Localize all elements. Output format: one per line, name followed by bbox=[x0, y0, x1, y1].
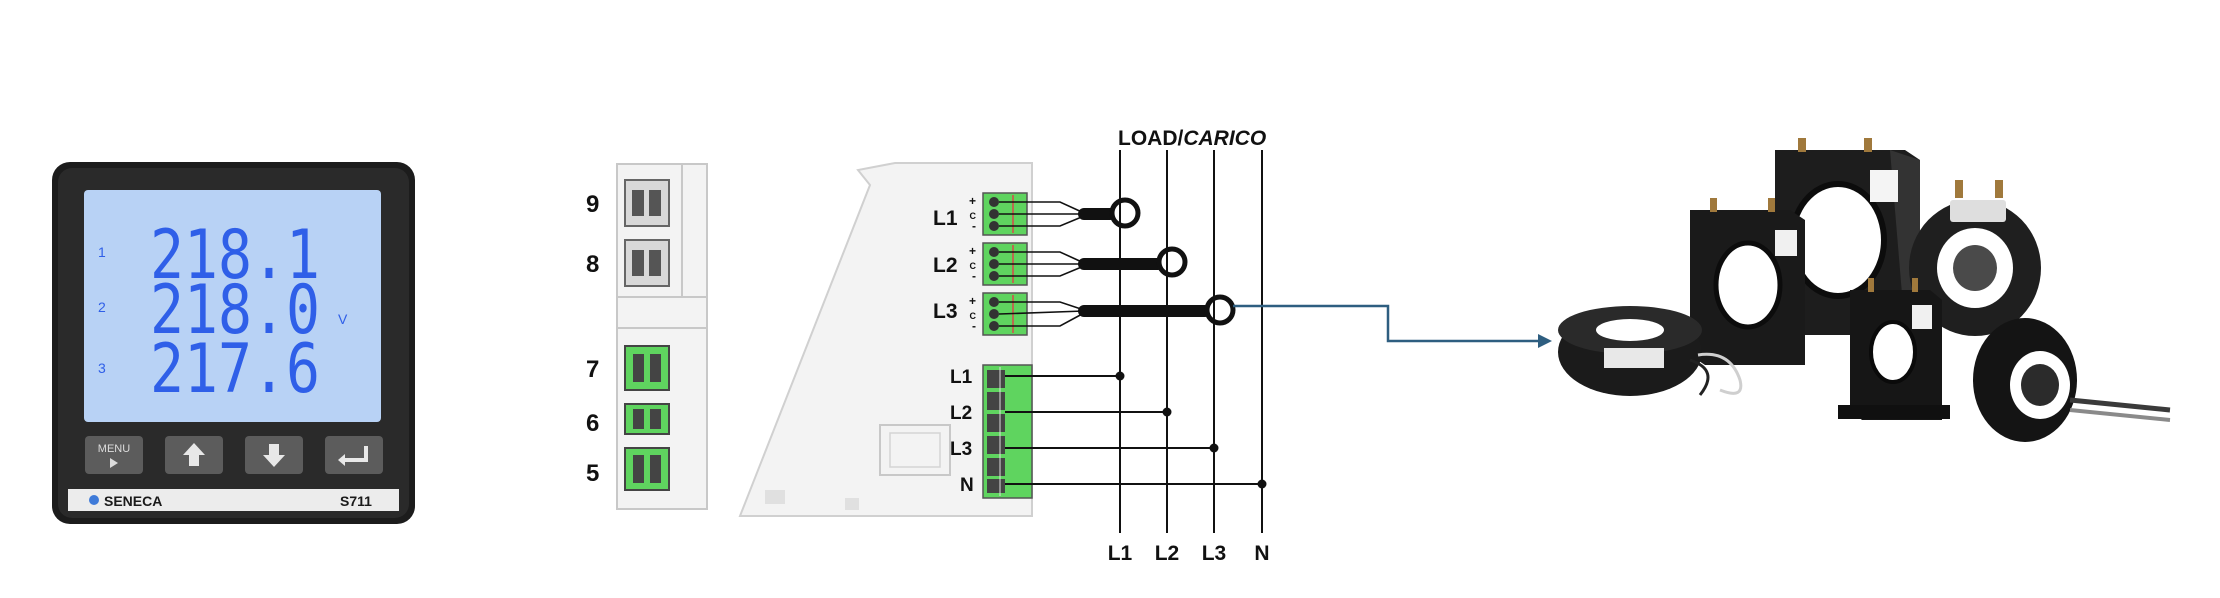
load-label: LOAD/CARICO bbox=[1118, 127, 1266, 150]
seneca-logo-icon bbox=[89, 495, 99, 505]
brand-label: SENECA bbox=[104, 493, 162, 509]
menu-button[interactable]: MENU bbox=[85, 436, 143, 474]
model-label: S711 bbox=[340, 493, 372, 509]
line-2-indicator: 2 bbox=[98, 299, 106, 315]
enter-icon bbox=[345, 446, 368, 462]
ct-l1-pin-minus: - bbox=[972, 219, 976, 233]
ct-input-label-l3: L3 bbox=[933, 300, 958, 323]
ct-l2-pin-plus: + bbox=[969, 244, 976, 258]
ct-l1-pin-plus: + bbox=[969, 194, 976, 208]
arrow-up-icon bbox=[183, 443, 205, 466]
ct-sensor-l1 bbox=[1078, 197, 1141, 229]
bus-label-n: N bbox=[1254, 542, 1269, 565]
arrow-right-icon bbox=[1538, 334, 1552, 348]
ct-l1-pin-c: C bbox=[970, 211, 977, 221]
line-3-indicator: 3 bbox=[98, 360, 106, 376]
terminal-number-7: 7 bbox=[586, 356, 599, 383]
play-icon bbox=[110, 458, 118, 468]
voltage-input-label-l2: L2 bbox=[950, 403, 972, 424]
ct-l3-pin-plus: + bbox=[969, 294, 976, 308]
terminal-number-8: 8 bbox=[586, 251, 599, 278]
up-button[interactable] bbox=[165, 436, 223, 474]
voltage-terminal-block bbox=[982, 364, 1033, 499]
down-button[interactable] bbox=[245, 436, 303, 474]
lcd-screen bbox=[84, 190, 381, 422]
current-transformer-icon bbox=[1690, 198, 1805, 365]
current-transformers-photo bbox=[1558, 138, 2171, 442]
ct-sensor-l3 bbox=[1078, 294, 1236, 326]
meter-module-body bbox=[738, 162, 1033, 517]
pointer-arrow bbox=[1233, 304, 1552, 348]
wiring-diagram: 9 8 7 6 5 + C - + C - bbox=[586, 127, 1270, 565]
line-1-indicator: 1 bbox=[98, 244, 106, 260]
terminal-number-5: 5 bbox=[586, 460, 599, 487]
bus-label-l3: L3 bbox=[1202, 542, 1227, 565]
voltage-input-label-n: N bbox=[960, 475, 974, 496]
label-strip bbox=[68, 489, 399, 511]
bus-lines bbox=[1119, 150, 1263, 533]
terminal-number-9: 9 bbox=[586, 191, 599, 218]
reading-line-3: 217.6 bbox=[150, 330, 320, 409]
ct-l3-pin-c: C bbox=[970, 311, 977, 321]
voltage-input-label-l3: L3 bbox=[950, 439, 972, 460]
unit-label: V bbox=[338, 311, 348, 327]
reading-line-1: 218.1 bbox=[150, 216, 320, 295]
enter-button[interactable] bbox=[325, 436, 383, 474]
ct-l3-pin-minus: - bbox=[972, 319, 976, 333]
ct-sensor-l2 bbox=[1078, 246, 1188, 278]
current-transformer-icon bbox=[1558, 306, 1743, 396]
voltage-input-label-l1: L1 bbox=[950, 367, 973, 388]
bus-label-l2: L2 bbox=[1155, 542, 1180, 565]
reading-line-2: 218.0 bbox=[150, 271, 320, 350]
arrow-down-icon bbox=[263, 444, 285, 467]
ct-input-label-l1: L1 bbox=[933, 207, 958, 230]
ct-input-label-l2: L2 bbox=[933, 254, 958, 277]
current-transformer-icon bbox=[1973, 318, 2171, 442]
bus-label-l1: L1 bbox=[1108, 542, 1133, 565]
energy-meter-device: 1 2 3 218.1 218.0 217.6 V MENU SENECA bbox=[52, 162, 415, 524]
terminal-number-6: 6 bbox=[586, 410, 599, 437]
ct-l2-pin-c: C bbox=[970, 261, 977, 271]
current-transformer-icon bbox=[1838, 278, 1950, 420]
menu-button-label: MENU bbox=[98, 443, 130, 455]
ct-l2-pin-minus: - bbox=[972, 269, 976, 283]
